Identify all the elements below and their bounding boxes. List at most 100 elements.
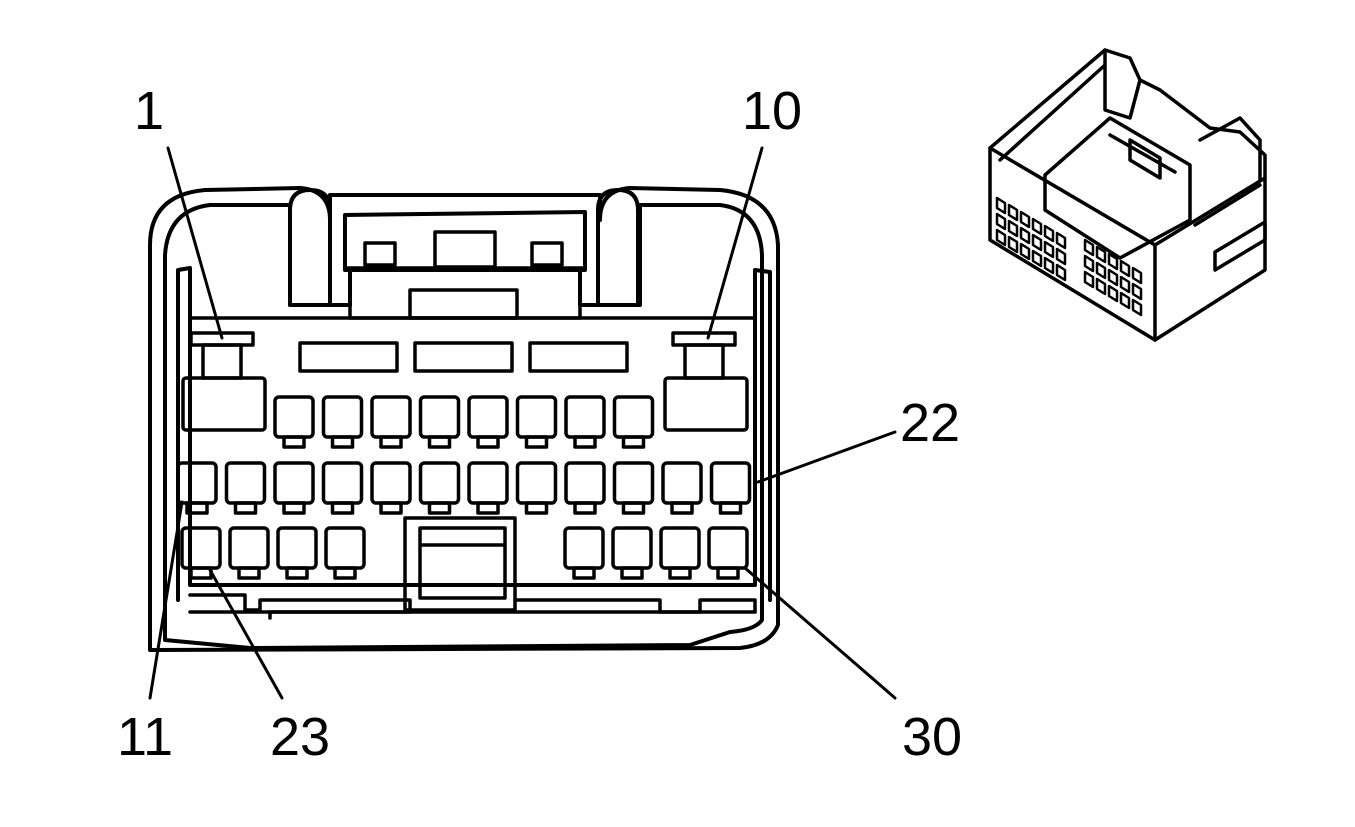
cavity-middle-row (418, 461, 461, 515)
cavity-middle-row (224, 461, 267, 515)
latch-tab-right (596, 188, 640, 307)
cavity-middle-row (321, 461, 364, 515)
iso-cavity (995, 196, 1007, 215)
cavity-middle-row (467, 461, 509, 515)
cavity-middle-row (709, 461, 752, 515)
iso-cavity (1031, 249, 1043, 268)
cavity-top-row (515, 395, 558, 449)
top-latch-slot (530, 241, 564, 267)
iso-cavity (1107, 252, 1119, 271)
cavity-bottom-row (228, 526, 270, 580)
iso-cavity (1095, 277, 1107, 296)
cavity-middle-row (564, 461, 606, 515)
cavity-top-row (273, 395, 315, 449)
key-slot (413, 341, 514, 373)
housing-outer (148, 186, 780, 652)
housing-inner (163, 203, 764, 650)
cavity-bottom-row (707, 526, 749, 580)
iso-cavity (1119, 291, 1131, 310)
cavity-bottom-row (180, 526, 222, 580)
cavity-pin-1 (181, 331, 267, 432)
iso-cavity (1131, 266, 1143, 285)
leader-11 (148, 500, 184, 700)
iso-cavity (1107, 268, 1119, 287)
iso-cavity (1007, 235, 1019, 254)
iso-cavity (1083, 270, 1095, 289)
bottom-rail-right (513, 598, 757, 614)
cavity-bottom-row (611, 526, 653, 580)
cavity-middle-row (273, 461, 315, 515)
iso-cavity (1019, 210, 1031, 229)
pin-label-11: 11 (117, 707, 174, 767)
iso-cavity (1119, 259, 1131, 278)
iso-cavity (1083, 238, 1095, 257)
leader-22 (756, 430, 897, 484)
upper-body (348, 268, 582, 320)
cavity-pin-10 (663, 331, 749, 432)
key-slot (298, 341, 399, 373)
leader-lines (148, 146, 897, 700)
iso-cavity (1019, 242, 1031, 261)
cavity-bottom-row (324, 526, 366, 580)
iso-cavity (1095, 245, 1107, 264)
leader-30 (743, 566, 897, 700)
iso-cavity (1007, 219, 1019, 238)
iso-cavity (1131, 298, 1143, 317)
top-latch-slot (363, 241, 397, 267)
iso-cavity (1043, 224, 1055, 243)
top-latch (343, 210, 587, 272)
iso-cavity (1019, 226, 1031, 245)
leader-1 (166, 146, 224, 340)
bottom-rail (188, 593, 412, 620)
key-slot (528, 341, 629, 373)
cavity-top-row (564, 395, 606, 449)
cavity-bottom-row (659, 526, 701, 580)
iso-cavity (1083, 254, 1095, 273)
terminal-cavities (176, 331, 752, 580)
iso-cavity (1107, 284, 1119, 303)
cavity-top-row (612, 395, 655, 449)
connector-isometric-view (988, 48, 1267, 342)
isometric-cavities (995, 196, 1143, 317)
cavity-middle-row (176, 461, 218, 515)
iso-cavity (1043, 240, 1055, 259)
iso-cavity (995, 228, 1007, 247)
latch-tab-left (288, 188, 332, 307)
pin-label-30: 30 (902, 707, 963, 767)
iso-cavity (1043, 256, 1055, 275)
cavity-bottom-row (563, 526, 605, 580)
iso-cavity (1031, 233, 1043, 252)
pin-label-23: 23 (270, 707, 331, 767)
cavity-middle-row (515, 461, 558, 515)
center-key-inner (418, 526, 507, 600)
iso-cavity (1055, 263, 1067, 282)
iso-cavity (1007, 203, 1019, 222)
cavity-top-row (467, 395, 509, 449)
cavity-middle-row (612, 461, 655, 515)
iso-cavity (1131, 282, 1143, 301)
center-key (403, 516, 517, 612)
iso-cavity (995, 212, 1007, 231)
leader-23 (208, 568, 284, 700)
pin-label-1: 1 (134, 81, 165, 141)
cavity-top-row (418, 395, 461, 449)
key-slot-top (408, 288, 519, 320)
iso-cavity (1055, 231, 1067, 250)
iso-cavity (1095, 261, 1107, 280)
cavity-bottom-row (276, 526, 318, 580)
pin-label-10: 10 (742, 81, 803, 141)
leader-10 (706, 146, 764, 340)
housing-step (176, 266, 772, 602)
top-latch-center (433, 230, 497, 269)
cavity-top-row (370, 395, 412, 449)
iso-cavity (1055, 247, 1067, 266)
connector-face (148, 186, 780, 652)
iso-cavity (1119, 275, 1131, 294)
cavity-middle-row (661, 461, 703, 515)
cavity-top-row (321, 395, 364, 449)
iso-cavity (1031, 217, 1043, 236)
cavity-middle-row (370, 461, 412, 515)
pin-label-22: 22 (900, 393, 961, 453)
